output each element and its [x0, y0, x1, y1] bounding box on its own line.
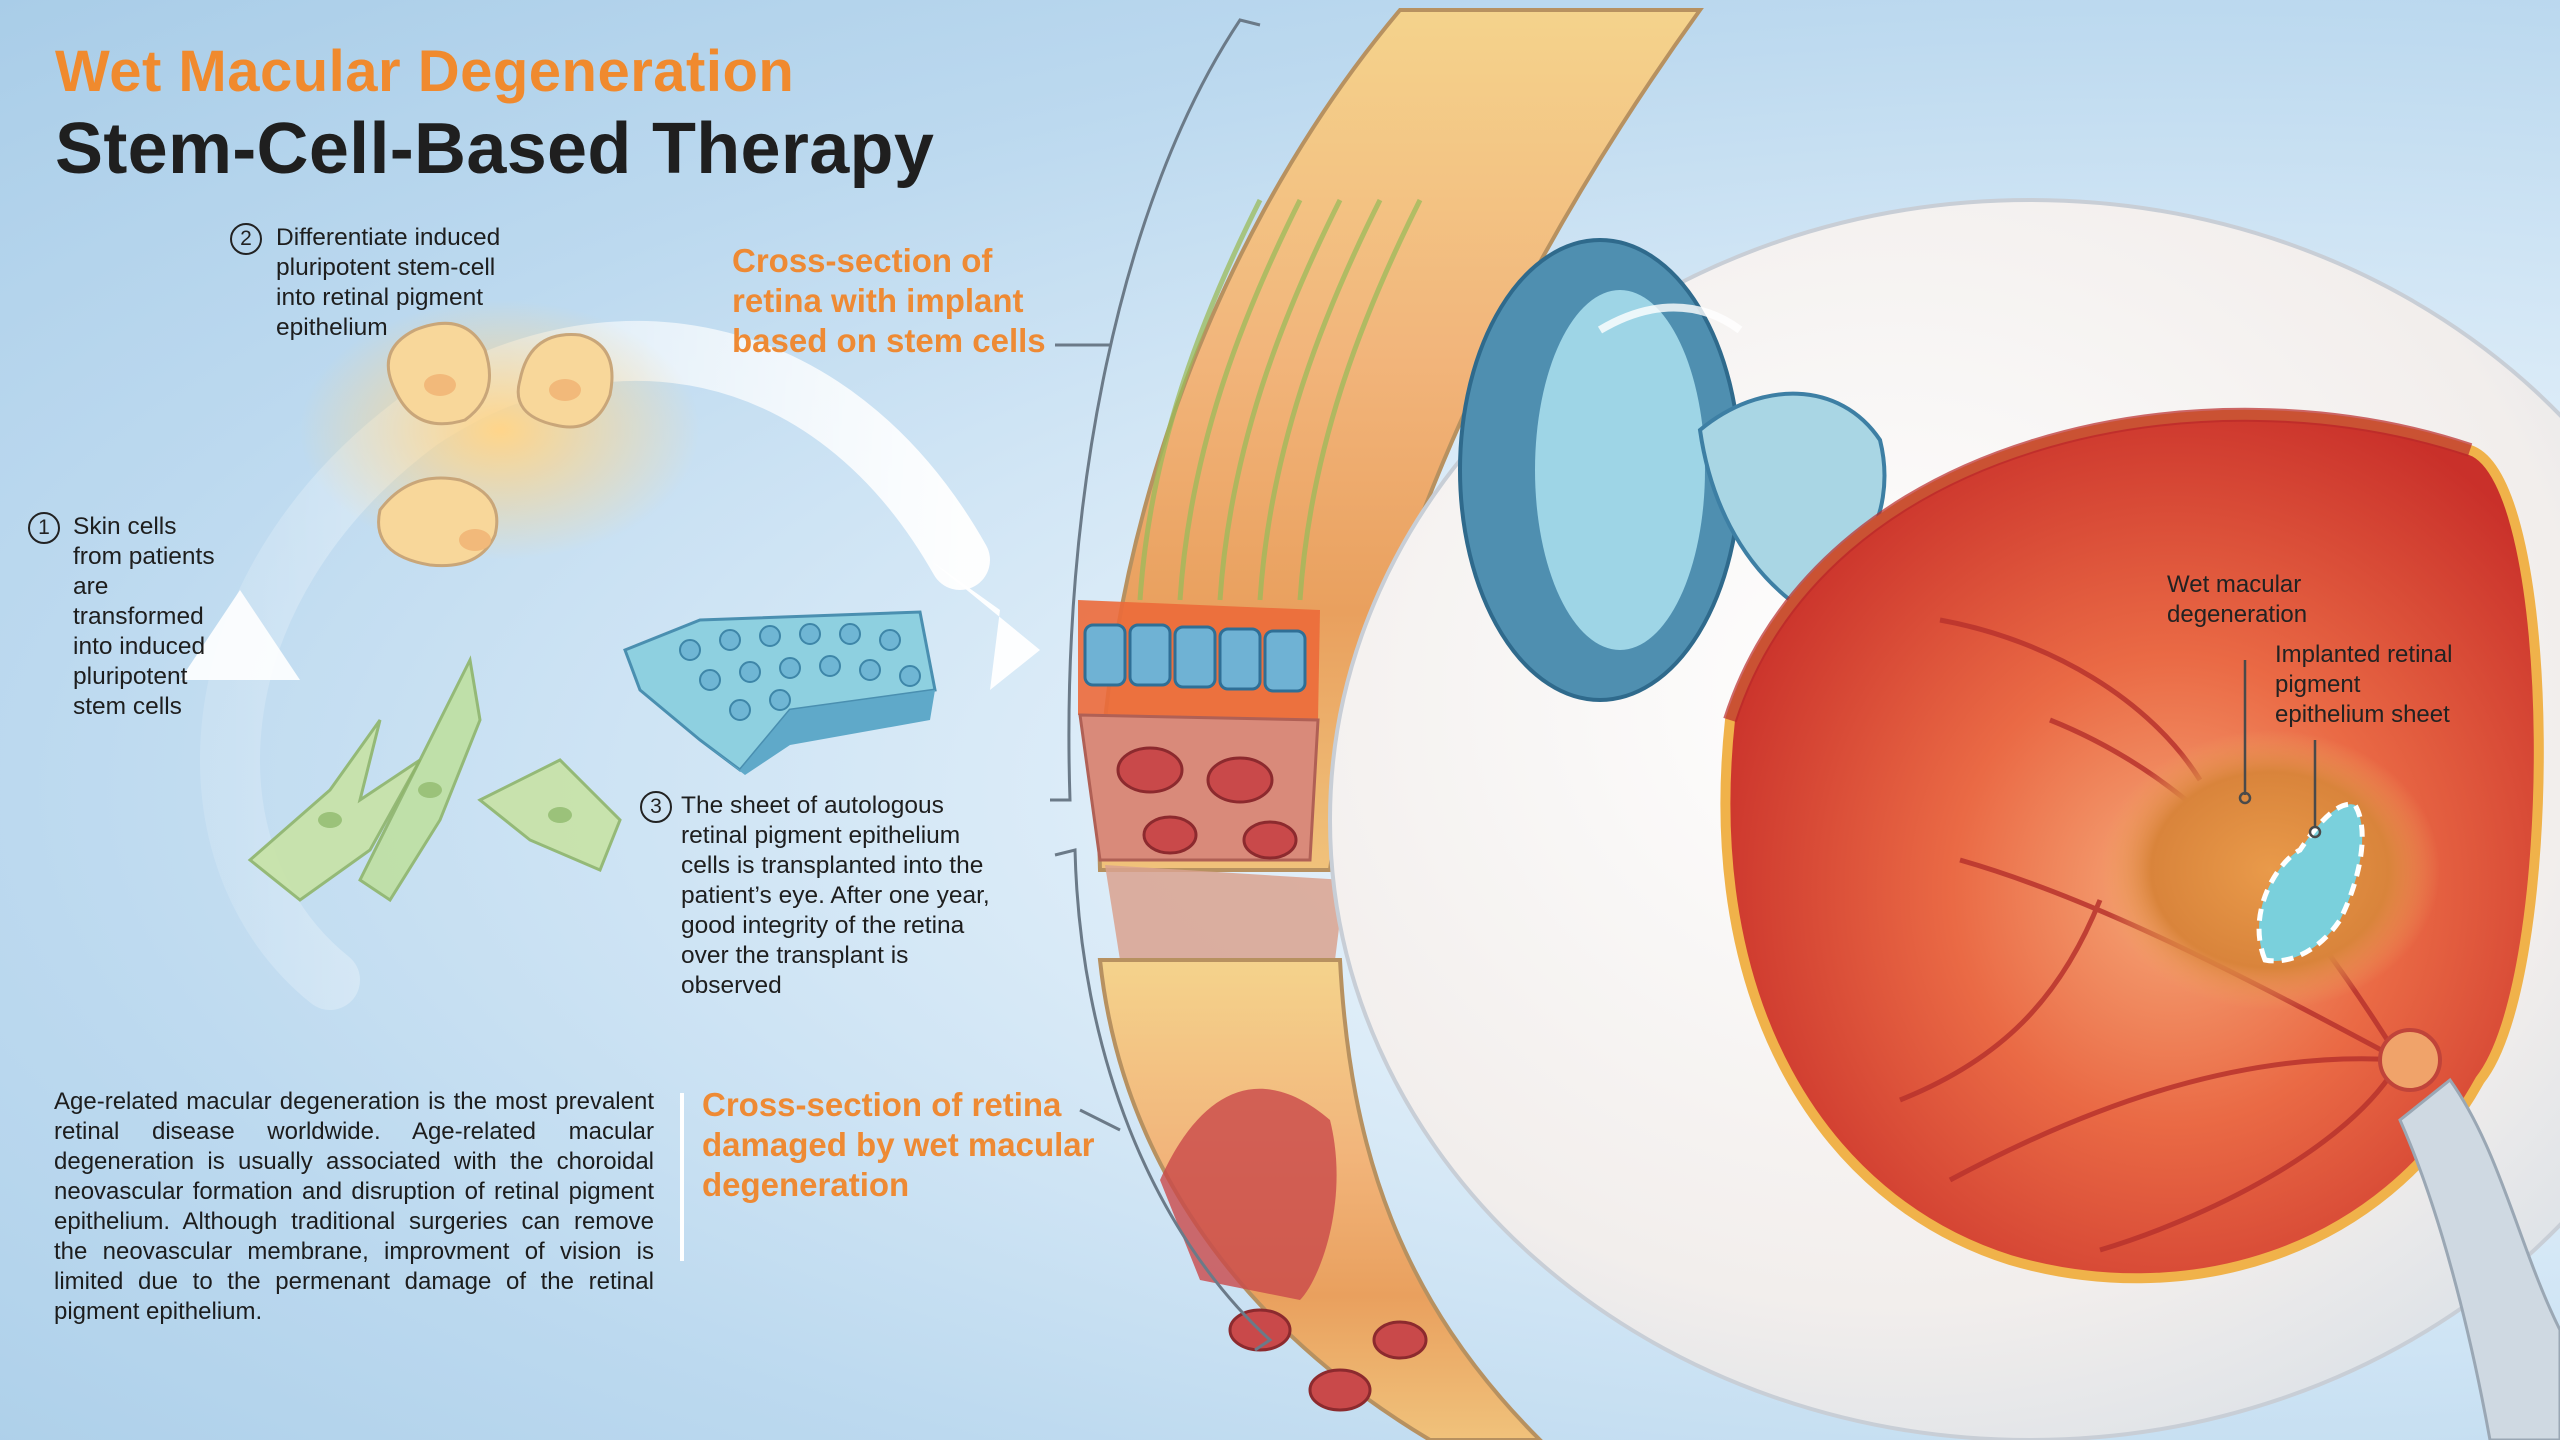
optic-disc [2378, 1028, 2442, 1092]
step-2-number: 2 [230, 223, 262, 255]
implant-sheet [2256, 801, 2365, 964]
cut-wedge [1105, 865, 1345, 960]
bracket-damaged [1054, 848, 1273, 1352]
wet-macular-label: Wet macular degeneration [2167, 571, 2308, 628]
implant-sheet-label: Implanted retinal pigment epithelium she… [2275, 641, 2453, 728]
step-2-text: Differentiate induced pluripotent stem-c… [276, 224, 501, 341]
divider-bar [680, 1093, 684, 1261]
macular-lesion [2100, 730, 2440, 1010]
bracket-implant [1050, 18, 1261, 802]
title: Wet Macular Degeneration [55, 39, 795, 104]
rpe-sheet-side [700, 690, 935, 775]
step-3-number: 3 [640, 791, 672, 823]
cornea-highlight [1535, 290, 1705, 650]
cycle-arrow-head [930, 560, 1040, 690]
subtitle: Stem-Cell-Based Therapy [55, 109, 935, 189]
neovascular-lesion [1160, 1088, 1337, 1300]
skin-cell [247, 719, 422, 902]
cycle-arrow-head-left [180, 590, 300, 680]
stem-cell [386, 321, 491, 426]
damaged-cross-section-label: Cross-section of retina damaged by wet m… [702, 1086, 1095, 1203]
step-3-text: The sheet of autologous retinal pigment … [681, 792, 990, 999]
skin-cell [358, 655, 482, 903]
step-1-number: 1 [28, 512, 60, 544]
step-1-text: Skin cells from patients are transformed… [73, 513, 215, 720]
description-paragraph: Age-related macular degeneration is the … [54, 1088, 654, 1325]
implant-cross-section-label: Cross-section of retina with implant bas… [732, 242, 1046, 359]
